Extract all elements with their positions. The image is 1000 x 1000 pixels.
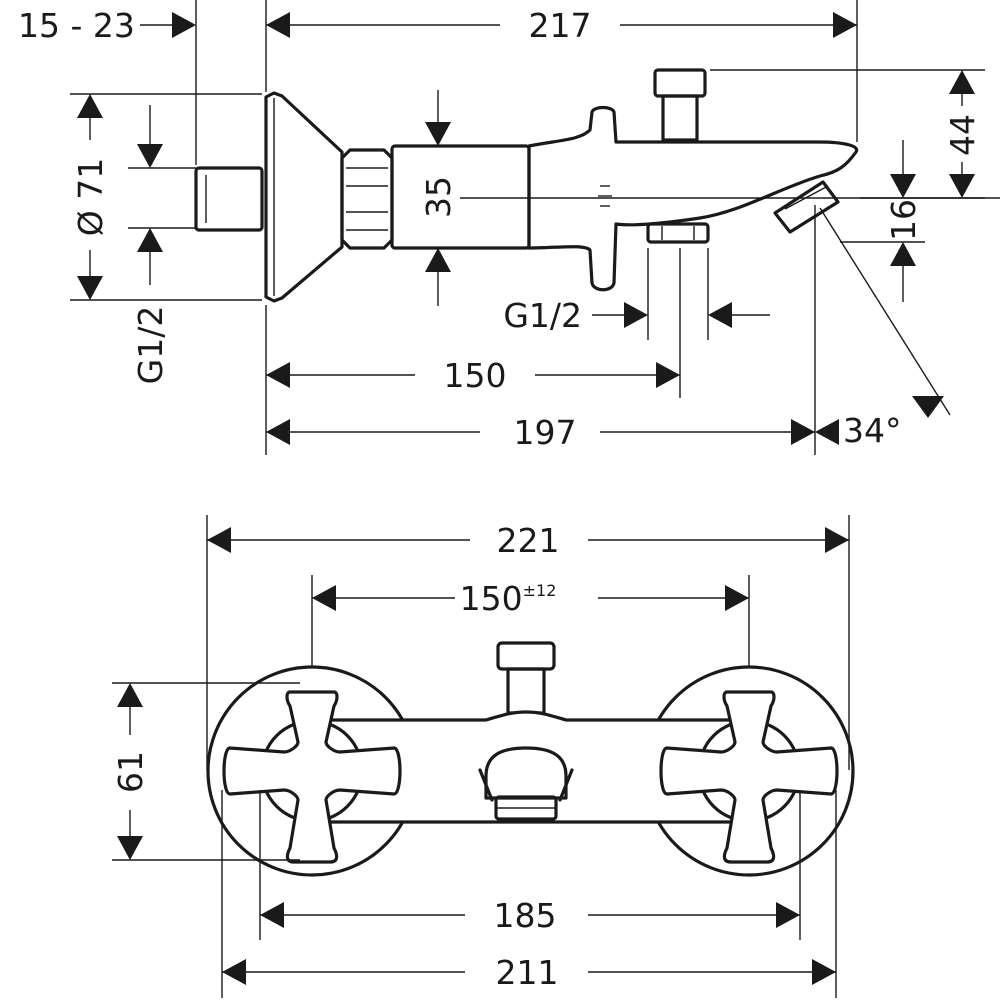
dim-inlet-thread: G1/2	[131, 306, 170, 385]
wall-connector	[194, 166, 264, 232]
bottom-outlet	[646, 222, 710, 244]
dim-height: 61	[111, 751, 150, 793]
dim-overall-width: 221	[497, 521, 560, 560]
dim-spout-height: 44	[943, 114, 982, 156]
dim-outlet-thread: G1/2	[503, 296, 582, 335]
dim-centres-label: 150±12	[460, 579, 557, 618]
dim-total-length: 217	[529, 6, 592, 45]
dim-flange-diameter: Ø 71	[71, 158, 110, 236]
dim-spout-reach: 197	[514, 413, 577, 452]
mixer-body	[390, 144, 531, 250]
front-view: 221 150±12 61 185 211	[111, 515, 855, 998]
spout-aerator	[773, 180, 840, 234]
dim-handle-span: 185	[494, 896, 557, 935]
shower-outlet-stem-front	[506, 667, 546, 715]
dim-wall-offset: 15 - 23	[18, 6, 135, 45]
dim-centres: 150	[460, 579, 523, 618]
shower-outlet-stem	[661, 94, 699, 142]
flange	[264, 91, 344, 303]
dim-body-height: 35	[419, 176, 458, 218]
spout	[527, 105, 859, 292]
right-cross-handle	[659, 690, 839, 864]
hex-nut	[340, 148, 394, 250]
dim-spout-angle: 34°	[843, 411, 902, 450]
shower-outlet-nut	[653, 68, 707, 98]
left-cross-handle	[222, 690, 402, 864]
dim-centres-tolerance: ±12	[523, 581, 557, 600]
dim-axis-to-outlet: 150	[444, 356, 507, 395]
dim-rosette-span: 211	[496, 953, 559, 992]
dim-outlet-height: 16	[884, 199, 923, 241]
shower-outlet-nut-front	[496, 641, 556, 671]
spout-outlet-front	[484, 746, 568, 800]
side-view: 15 - 23 217 Ø 71 G1/2 35	[18, 0, 1000, 455]
